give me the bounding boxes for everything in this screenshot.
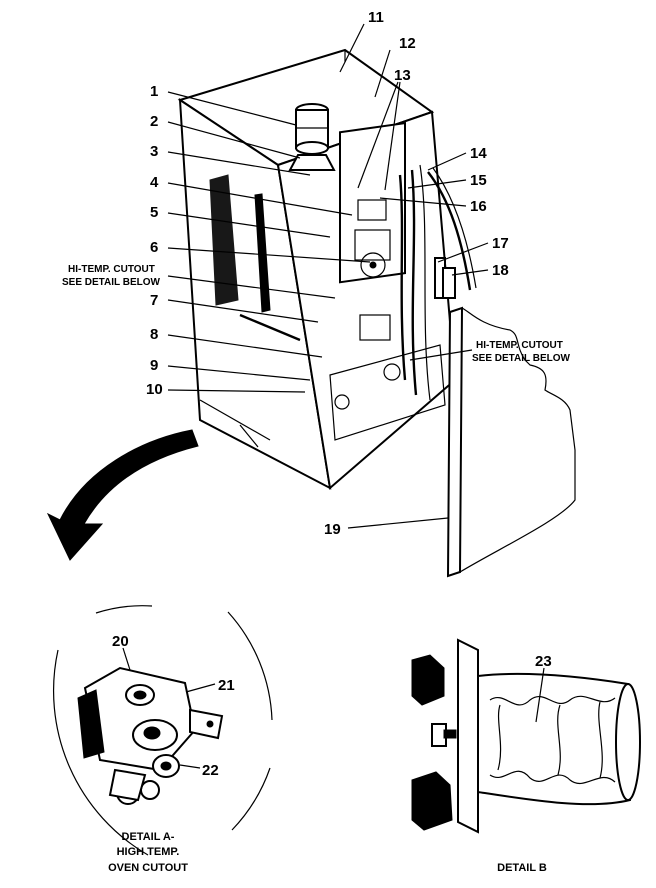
detail-captions: DETAIL A- HIGH TEMP. OVEN CUTOUT DETAIL … — [108, 831, 547, 874]
hi-temp-cutout-part — [77, 666, 224, 805]
callout-2: 2 — [150, 113, 158, 130]
detail-b-part — [411, 638, 641, 834]
callout-6: 6 — [150, 239, 158, 256]
right-note-line2: SEE DETAIL BELOW — [472, 353, 571, 364]
callout-12: 12 — [399, 35, 416, 52]
callout-8: 8 — [150, 326, 158, 343]
left-note-line2: SEE DETAIL BELOW — [62, 277, 161, 288]
callout-9: 9 — [150, 357, 158, 374]
detail-a-caption-line2: HIGH TEMP. — [117, 846, 180, 858]
detail-a-circle — [53, 605, 273, 856]
callout-labels: 1 2 3 4 5 6 7 8 9 10 11 12 13 14 15 16 1… — [112, 9, 552, 779]
callout-22: 22 — [202, 762, 219, 779]
callout-3: 3 — [150, 143, 158, 160]
callout-18: 18 — [492, 262, 509, 279]
callout-14: 14 — [470, 145, 487, 162]
callout-16: 16 — [470, 198, 487, 215]
callout-1: 1 — [150, 83, 158, 100]
appliance-body — [177, 48, 477, 490]
cutout-notes: HI-TEMP. CUTOUT SEE DETAIL BELOW HI-TEMP… — [62, 264, 571, 364]
callout-4: 4 — [150, 174, 159, 191]
callout-17: 17 — [492, 235, 509, 252]
callout-11: 11 — [368, 9, 384, 26]
callout-10: 10 — [146, 381, 163, 398]
detail-a-caption-line3: OVEN CUTOUT — [108, 862, 188, 874]
right-note-line1: HI-TEMP. CUTOUT — [476, 340, 563, 351]
callout-20: 20 — [112, 633, 129, 650]
direction-arrow — [46, 429, 199, 561]
callout-21: 21 — [218, 677, 235, 694]
callout-23: 23 — [535, 653, 552, 670]
door-panel — [446, 306, 576, 578]
detail-b-caption: DETAIL B — [497, 862, 547, 874]
callout-7: 7 — [150, 292, 158, 309]
callout-19: 19 — [324, 521, 341, 538]
left-note-line1: HI-TEMP. CUTOUT — [68, 264, 155, 275]
callout-5: 5 — [150, 204, 158, 221]
detail-a-caption-line1: DETAIL A- — [122, 831, 175, 843]
leader-lines — [122, 23, 545, 769]
callout-15: 15 — [470, 172, 487, 189]
flue-vent — [288, 103, 336, 171]
callout-13: 13 — [394, 67, 411, 84]
